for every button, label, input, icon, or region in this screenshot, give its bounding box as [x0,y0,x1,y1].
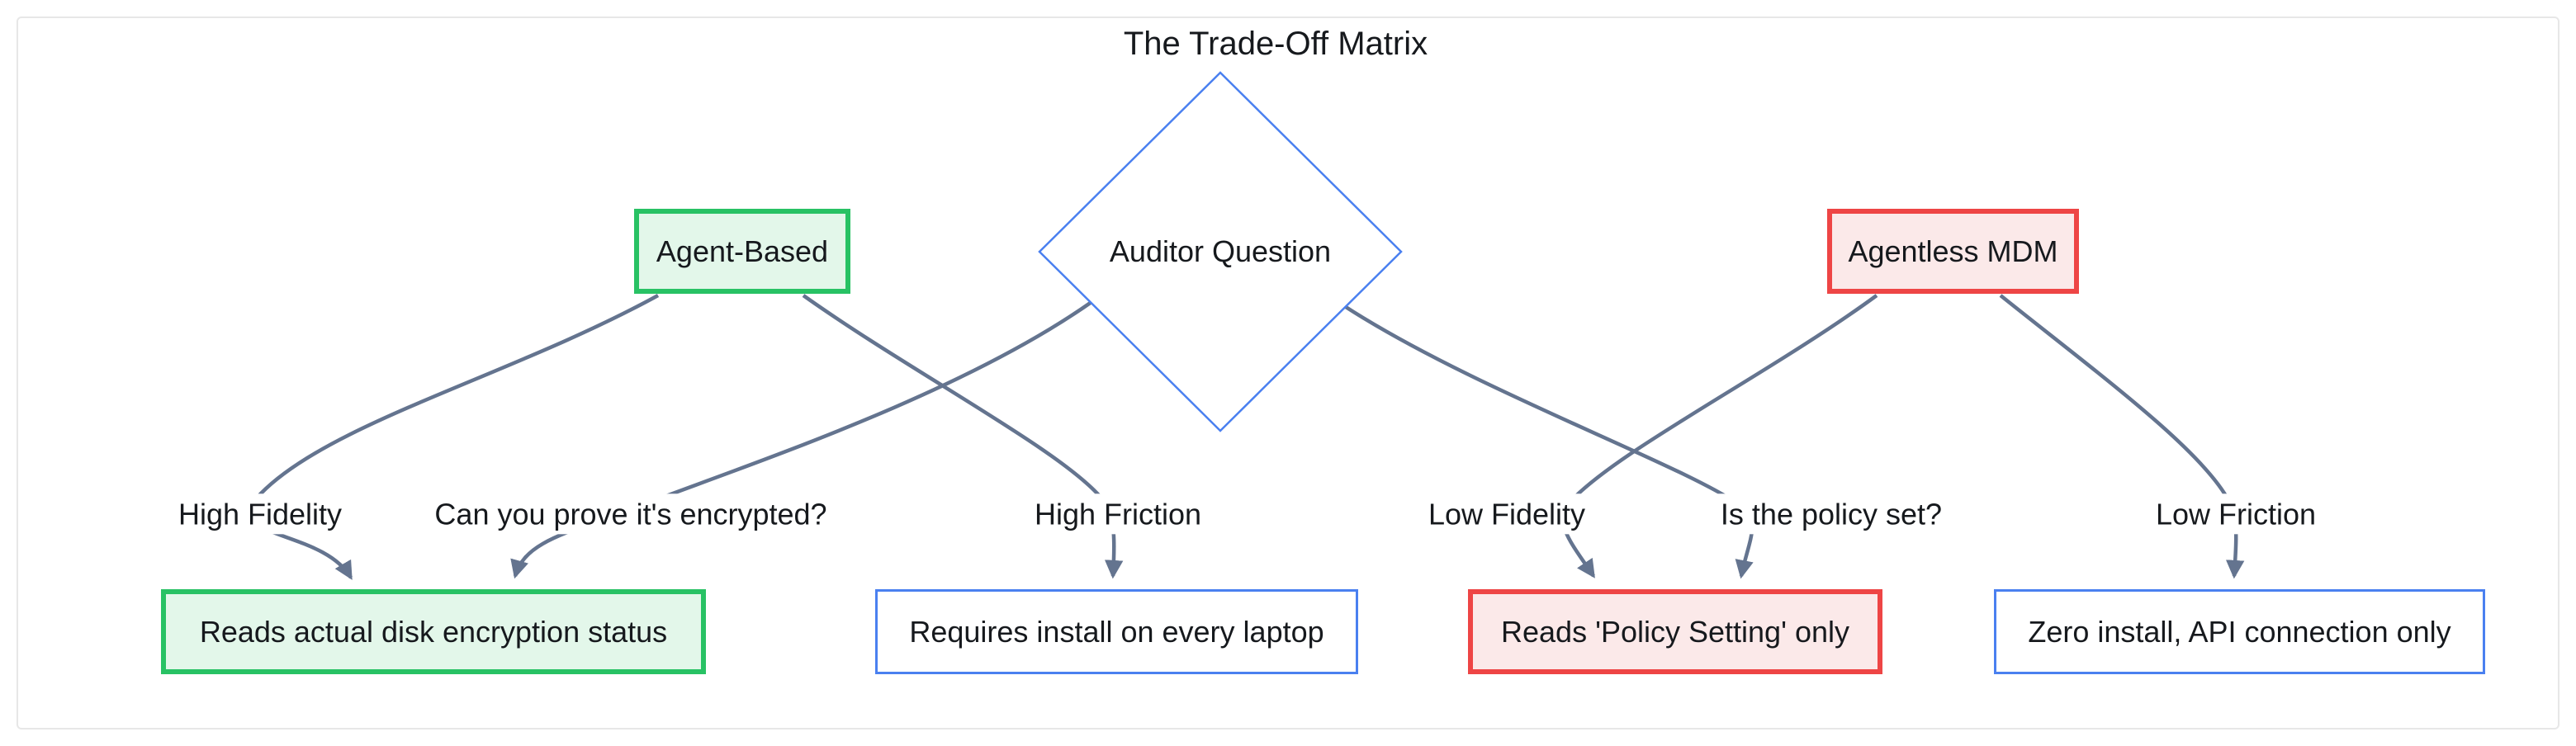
node-agent-friction: Requires install on every laptop [875,589,1358,674]
edge-agentless-mdm-to-mdm-friction [1999,294,2245,579]
edge-label-is-policy-set: Is the policy set? [1710,493,1953,535]
diagram-title: The Trade-Off Matrix [1123,26,1428,62]
edge-agent-based-to-agent-result [248,294,660,580]
auditor-question-diamond [1038,71,1403,432]
edge-label-high-fidelity: High Fidelity [168,493,353,535]
node-agent-result: Reads actual disk encryption status [161,589,706,674]
edge-label-high-friction: High Friction [1024,493,1212,535]
node-agent-based-label: Agent-Based [656,234,829,268]
node-agent-friction-label: Requires install on every laptop [909,614,1324,649]
node-agent-result-label: Reads actual disk encryption status [199,614,668,649]
node-agentless-mdm: Agentless MDM [1827,209,2079,294]
node-auditor-question: Auditor Question [1039,73,1401,431]
edge-auditor-question-to-mdm-result [1344,305,1754,579]
node-mdm-result: Reads 'Policy Setting' only [1468,589,1882,674]
diagram-frame [17,17,2559,729]
node-mdm-result-label: Reads 'Policy Setting' only [1501,614,1849,649]
edge-agentless-mdm-to-mdm-result [1560,294,1878,578]
node-agentless-mdm-label: Agentless MDM [1848,234,2058,268]
node-auditor-question-label: Auditor Question [1109,234,1332,269]
node-agent-based: Agent-Based [634,209,850,294]
node-mdm-friction: Zero install, API connection only [1994,589,2485,674]
edge-label-low-fidelity: Low Fidelity [1418,493,1596,535]
edge-label-can-you-prove: Can you prove it's encrypted? [424,493,837,535]
edge-auditor-question-to-agent-result [510,300,1093,579]
edge-label-low-friction: Low Friction [2145,493,2327,535]
node-mdm-friction-label: Zero install, API connection only [2028,614,2451,649]
